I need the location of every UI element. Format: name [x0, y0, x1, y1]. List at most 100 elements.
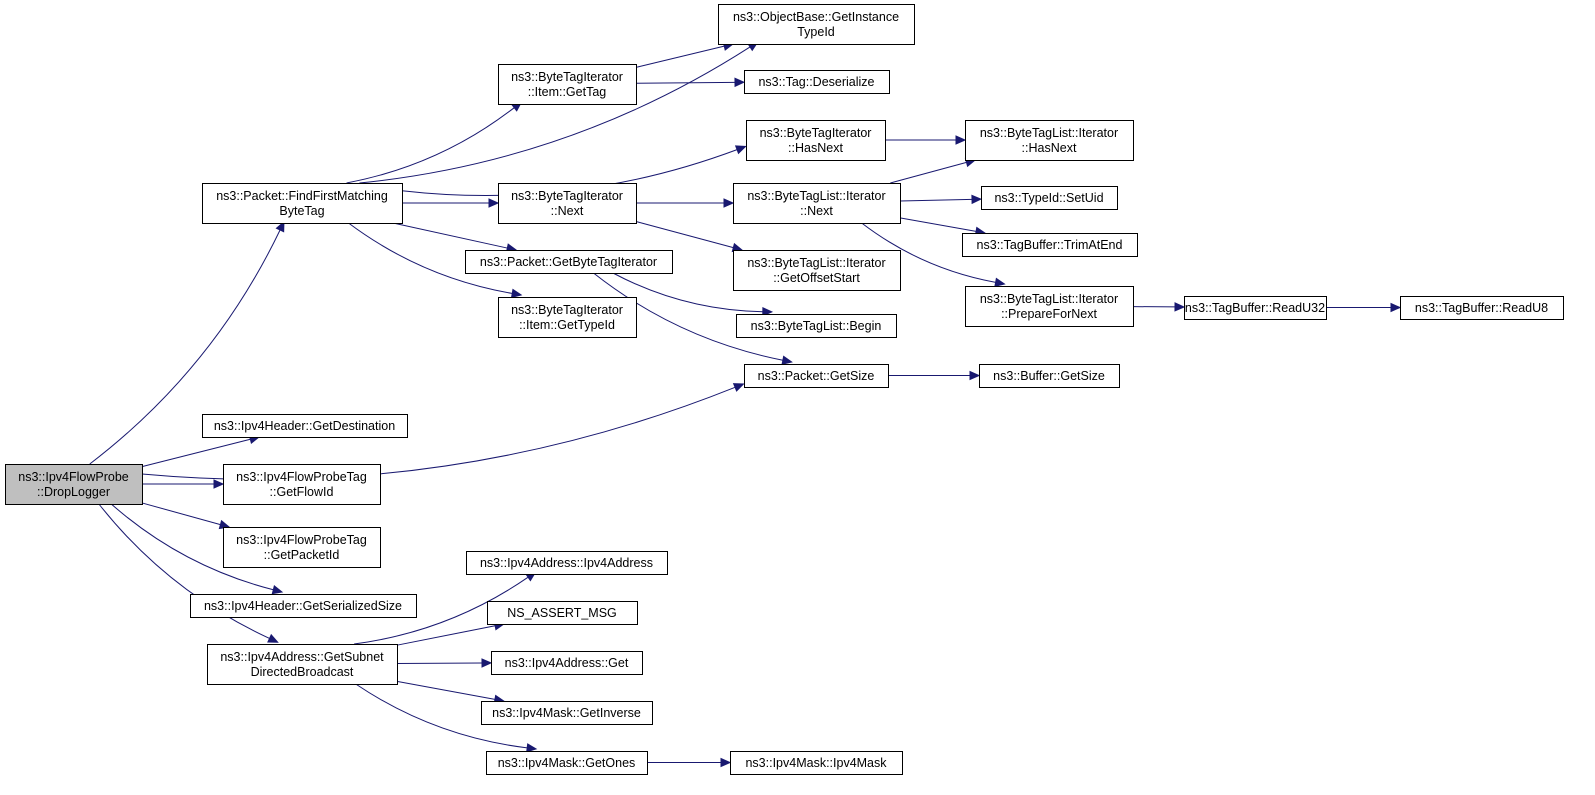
- edge-line: [635, 221, 734, 249]
- node-getSubnet[interactable]: ns3::Ipv4Address::GetSubnetDirectedBroad…: [207, 644, 398, 685]
- node-label: ns3::Ipv4Address::Ipv4Address: [480, 556, 653, 570]
- arrow-head-icon: [971, 194, 983, 205]
- node-label: ::Item::GetTypeId: [519, 318, 615, 332]
- node-box: [733, 183, 901, 224]
- edge-root-to-findFirst: [89, 220, 285, 465]
- node-box: [465, 250, 673, 274]
- node-box: [202, 414, 408, 438]
- node-label: DirectedBroadcast: [251, 665, 354, 679]
- node-root[interactable]: ns3::Ipv4FlowProbe::DropLogger: [5, 464, 143, 505]
- node-getSerSize[interactable]: ns3::Ipv4Header::GetSerializedSize: [190, 594, 417, 618]
- arrow-head-icon: [481, 658, 493, 668]
- node-box: [498, 183, 637, 224]
- node-box: [718, 4, 915, 45]
- node-btiNext[interactable]: ns3::ByteTagIterator::Next: [498, 183, 637, 224]
- nodes-layer: ns3::Ipv4FlowProbe::DropLogger ns3::Packe…: [5, 4, 1564, 775]
- edge-line: [98, 503, 270, 639]
- node-label: ns3::Packet::GetByteTagIterator: [480, 255, 657, 269]
- node-box: [962, 233, 1138, 257]
- node-typeIdSetUid[interactable]: ns3::TypeId::SetUid: [981, 186, 1118, 210]
- node-btlPrepare[interactable]: ns3::ByteTagList::Iterator::PrepareForNe…: [965, 286, 1134, 327]
- node-pktGetSize[interactable]: ns3::Packet::GetSize: [744, 364, 889, 388]
- node-btlGetOffset[interactable]: ns3::ByteTagList::Iterator::GetOffsetSta…: [733, 250, 901, 291]
- node-box: [5, 464, 143, 505]
- node-label: ns3::Packet::FindFirstMatching: [216, 189, 388, 203]
- node-ipv4AddrGet[interactable]: ns3::Ipv4Address::Get: [491, 651, 643, 675]
- node-box: [736, 314, 897, 338]
- node-label: ns3::ByteTagIterator: [511, 70, 623, 84]
- arrow-head-icon: [955, 135, 967, 145]
- node-box: [223, 464, 381, 505]
- node-itemGetTypeId[interactable]: ns3::ByteTagIterator::Item::GetTypeId: [498, 297, 637, 338]
- node-box: [979, 364, 1120, 388]
- edge-line: [110, 503, 274, 591]
- node-label: ns3::ByteTagList::Iterator: [980, 292, 1118, 306]
- node-maskCtor[interactable]: ns3::Ipv4Mask::Ipv4Mask: [730, 751, 903, 775]
- edge-line: [396, 625, 496, 646]
- node-tbTrim[interactable]: ns3::TagBuffer::TrimAtEnd: [962, 233, 1138, 257]
- node-label: ::HasNext: [788, 141, 843, 155]
- node-ipv4AddrCtor[interactable]: ns3::Ipv4Address::Ipv4Address: [466, 551, 668, 575]
- node-label: ns3::ByteTagIterator: [511, 303, 623, 317]
- node-label: ns3::Ipv4Address::GetSubnet: [220, 650, 384, 664]
- arrow-head-icon: [723, 198, 735, 208]
- edge-root-to-getSubnet: [98, 503, 279, 643]
- node-bufGetSize[interactable]: ns3::Buffer::GetSize: [979, 364, 1120, 388]
- node-label: TypeId: [797, 25, 835, 39]
- node-tbReadU32[interactable]: ns3::TagBuffer::ReadU32: [1184, 296, 1327, 320]
- edge-line: [861, 222, 996, 283]
- node-btlHasNext[interactable]: ns3::ByteTagList::Iterator::HasNext: [965, 120, 1134, 161]
- node-label: ns3::Ipv4Header::GetSerializedSize: [204, 599, 402, 613]
- node-box: [486, 751, 648, 775]
- node-btlBegin[interactable]: ns3::ByteTagList::Begin: [736, 314, 897, 338]
- node-btiHasNext[interactable]: ns3::ByteTagIterator::HasNext: [746, 120, 886, 161]
- arrow-head-icon: [267, 633, 279, 643]
- node-label: ns3::Ipv4Header::GetDestination: [214, 419, 395, 433]
- edge-root-to-getDest: [141, 434, 261, 468]
- node-label: ::GetOffsetStart: [773, 271, 860, 285]
- node-maskOnes[interactable]: ns3::Ipv4Mask::GetOnes: [486, 751, 648, 775]
- node-box: [730, 751, 903, 775]
- node-label: ::HasNext: [1022, 141, 1077, 155]
- edge-btlNext-to-btlPrepare: [861, 222, 1006, 287]
- edge-line: [141, 438, 251, 468]
- node-box: [733, 250, 901, 291]
- node-getBTI[interactable]: ns3::Packet::GetByteTagIterator: [465, 250, 673, 274]
- node-nsAssert[interactable]: NS_ASSERT_MSG: [487, 601, 638, 625]
- arrow-head-icon: [526, 743, 538, 753]
- edge-root-to-getFlowId: [141, 479, 225, 489]
- node-box: [744, 364, 889, 388]
- node-tagDeser[interactable]: ns3::Tag::Deserialize: [744, 70, 890, 94]
- node-maskInverse[interactable]: ns3::Ipv4Mask::GetInverse: [481, 701, 653, 725]
- node-label: ns3::Ipv4FlowProbe: [18, 470, 129, 484]
- node-btlNext[interactable]: ns3::ByteTagList::Iterator::Next: [733, 183, 901, 224]
- node-label: ns3::Ipv4Mask::Ipv4Mask: [745, 756, 887, 770]
- edge-line: [899, 217, 977, 232]
- edge-getSubnet-to-maskOnes: [355, 683, 538, 753]
- node-itemGetTag[interactable]: ns3::ByteTagIterator::Item::GetTag: [498, 64, 637, 105]
- arrow-head-icon: [762, 306, 774, 317]
- node-getPacketId[interactable]: ns3::Ipv4FlowProbeTag::GetPacketId: [223, 527, 381, 568]
- node-box: [1400, 296, 1564, 320]
- edge-line: [354, 576, 529, 645]
- arrow-head-icon: [271, 585, 284, 595]
- edge-pktGetSize-to-bufGetSize: [888, 370, 981, 381]
- arrow-head-icon: [1390, 302, 1402, 313]
- node-box: [207, 644, 398, 685]
- edge-getSubnet-to-maskInverse: [396, 680, 505, 704]
- edge-btlNext-to-tbTrim: [899, 217, 987, 237]
- node-label: ns3::ObjectBase::GetInstance: [733, 10, 899, 24]
- edge-getBTI-to-pktGetSize: [593, 272, 793, 365]
- node-label: ::Next: [551, 204, 584, 218]
- edge-itemGetTag-to-tagDeser: [635, 77, 746, 88]
- edge-btiHasNext-to-btlHasNext: [885, 135, 967, 145]
- node-getDest[interactable]: ns3::Ipv4Header::GetDestination: [202, 414, 408, 438]
- node-box: [1184, 296, 1327, 320]
- edge-line: [899, 198, 973, 202]
- edge-btlPrepare-to-tbReadU32: [1132, 302, 1186, 312]
- node-tbReadU8[interactable]: ns3::TagBuffer::ReadU8: [1400, 296, 1564, 320]
- node-getFlowId[interactable]: ns3::Ipv4FlowProbeTag::GetFlowId: [223, 464, 381, 505]
- edge-line: [890, 161, 967, 184]
